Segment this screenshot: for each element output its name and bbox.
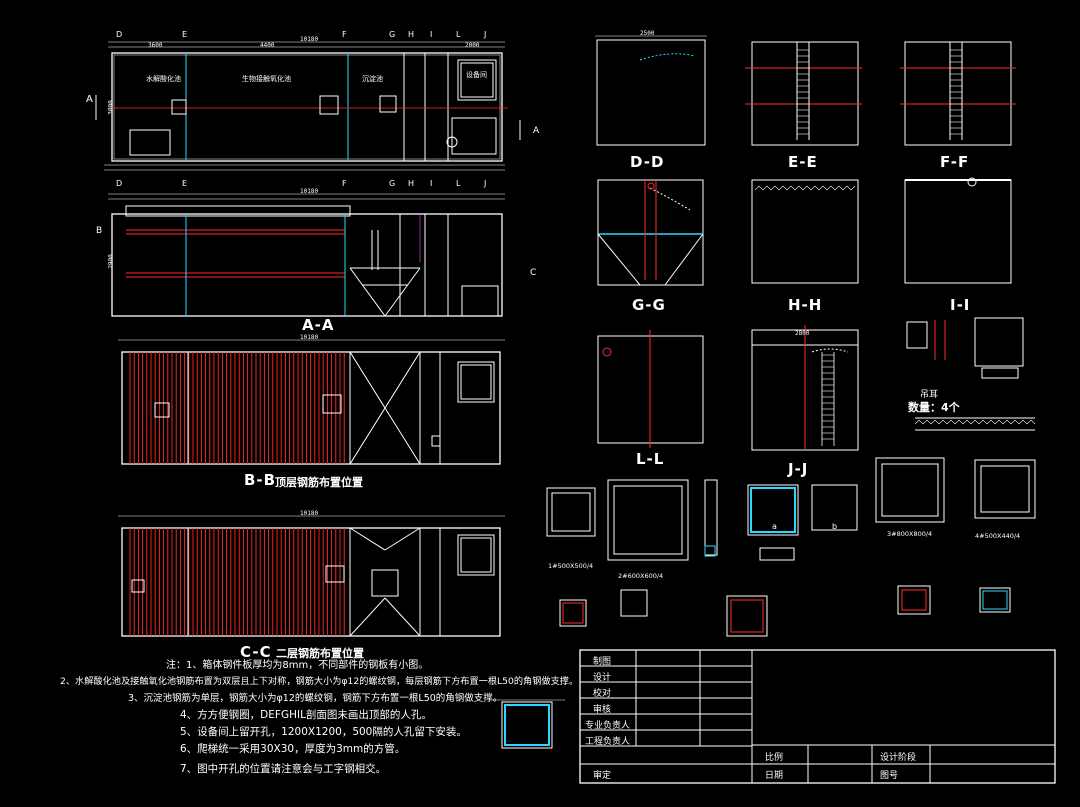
tb-date: 日期	[765, 771, 784, 781]
bb-plan	[118, 339, 505, 465]
tb-row-label: 设计	[593, 673, 612, 683]
title-block	[579, 649, 1056, 784]
section-ii-title: I-I	[950, 296, 971, 314]
dd-lower	[597, 179, 704, 286]
grid-letter: H	[408, 179, 415, 188]
ee-upper	[745, 41, 862, 146]
dim-segment: 3600	[148, 42, 163, 49]
dim-total: 10180	[300, 188, 319, 195]
dim-height: 3000	[107, 100, 115, 115]
tb-row-label: 校对	[593, 689, 612, 699]
grid-letter: J	[484, 30, 487, 39]
detail-label-k2: 2#600X600/4	[618, 572, 664, 580]
dim-total: 10180	[300, 510, 319, 517]
section-dd-title: D-D	[630, 153, 665, 171]
grid-letter: I	[430, 30, 433, 39]
lifting-ear-label: 吊耳	[920, 390, 939, 400]
section-bb-subtitle: 顶层钢筋布置位置	[275, 476, 363, 489]
room-label-hydrolysis: 水解酸化池	[146, 75, 181, 83]
note-line: 4、方方便钢圈，DEFGHIL剖面图未画出顶部的人孔。	[180, 709, 432, 721]
tb-row-label: 专业负责人	[585, 721, 631, 731]
note-line: 5、设备间上留开孔，1200X1200，500隔的人孔留下安装。	[180, 726, 467, 738]
dim-height: 2900	[107, 254, 115, 269]
note-line: 注：1、箱体钢件板厚均为8mm，不同部件的钢板有小图。	[166, 660, 429, 671]
ff-upper	[900, 41, 1016, 146]
note-line: 6、爬梯统一采用30X30，厚度为3mm的方管。	[180, 743, 406, 755]
ll-details	[546, 479, 768, 637]
section-aa-title: A-A	[302, 316, 335, 334]
section-jj-title: J-J	[788, 460, 809, 478]
dim-segment: 4400	[260, 42, 275, 49]
dim-segment: 2000	[465, 42, 480, 49]
section-cc-subtitle: 二层钢筋布置位置	[276, 647, 364, 660]
cc-plan	[118, 515, 505, 637]
grid-letter: F	[342, 179, 347, 188]
note-line: 2、水解酸化池及接触氧化池钢筋布置为双层且上下对称，钢筋大小为φ12的螺纹钢，每…	[60, 676, 579, 687]
dim-total: 10180	[300, 36, 319, 43]
aa-elevation	[108, 193, 505, 317]
grid-letter: G	[389, 30, 396, 39]
jj-details	[747, 484, 858, 561]
grid-letter: D	[116, 30, 123, 39]
detail-label-b: b	[832, 522, 838, 531]
section-ll-title: L-L	[636, 450, 665, 468]
ii-view	[906, 317, 1036, 431]
dim-width: 2800	[795, 330, 810, 337]
ee-lower	[751, 179, 859, 284]
gg-view	[597, 330, 704, 448]
detail-label-a: a	[772, 522, 777, 531]
tb-row-label: 审核	[593, 705, 612, 715]
grid-letter: G	[389, 179, 396, 188]
section-bb-title: B-B	[244, 471, 277, 489]
grid-letter: F	[342, 30, 347, 39]
section-hh-title: H-H	[788, 296, 823, 314]
grid-letter: I	[430, 179, 433, 188]
axis-mark-a-left: A	[86, 94, 93, 105]
dd-upper	[595, 35, 707, 146]
hh-view	[751, 325, 859, 451]
axis-mark-b: B	[96, 226, 103, 236]
right-details	[875, 457, 1036, 615]
dim-width: 2500	[640, 30, 655, 37]
grid-letter: H	[408, 30, 415, 39]
axis-mark-c: C	[530, 268, 537, 278]
tb-phase: 设计阶段	[880, 753, 917, 763]
grid-letter: E	[182, 179, 188, 188]
tb-approve: 审定	[593, 771, 612, 781]
section-gg-title: G-G	[632, 296, 666, 314]
tb-scale: 比例	[765, 753, 784, 763]
ff-lower	[904, 177, 1012, 284]
grid-letter: L	[456, 179, 461, 188]
section-ee-title: E-E	[788, 153, 818, 171]
note-line: 7、图中开孔的位置请注意会与工字钢相交。	[180, 763, 387, 775]
room-label-oxidation: 生物接触氧化池	[242, 75, 291, 83]
detail-label-k1: 1#500X500/4	[548, 562, 594, 570]
axis-mark-a-right: A	[533, 126, 540, 136]
tb-row-label: 工程负责人	[585, 737, 631, 747]
tb-row-label: 制图	[593, 657, 612, 667]
grid-letter: E	[182, 30, 188, 39]
grid-letter: J	[484, 179, 487, 188]
plan-view	[95, 41, 521, 171]
grid-letter: D	[116, 179, 123, 188]
lifting-ear-qty: 数量：4个	[908, 401, 960, 414]
section-cc-title: C-C	[240, 643, 272, 661]
room-label-settling: 沉淀池	[362, 75, 383, 83]
detail-label-k3: 3#800X800/4	[887, 530, 933, 538]
tb-drawing-no: 图号	[880, 771, 899, 781]
dim-total: 10180	[300, 334, 319, 341]
note-line: 3、沉淀池钢筋为单层，钢筋大小为φ12的螺纹钢，钢筋下方布置一根L50的角钢做支…	[128, 693, 503, 704]
grid-letter: L	[456, 30, 461, 39]
notes-detail	[490, 699, 565, 749]
section-ff-title: F-F	[940, 153, 970, 171]
detail-label-k4: 4#500X440/4	[975, 532, 1021, 540]
room-label-equipment: 设备间	[466, 71, 487, 79]
